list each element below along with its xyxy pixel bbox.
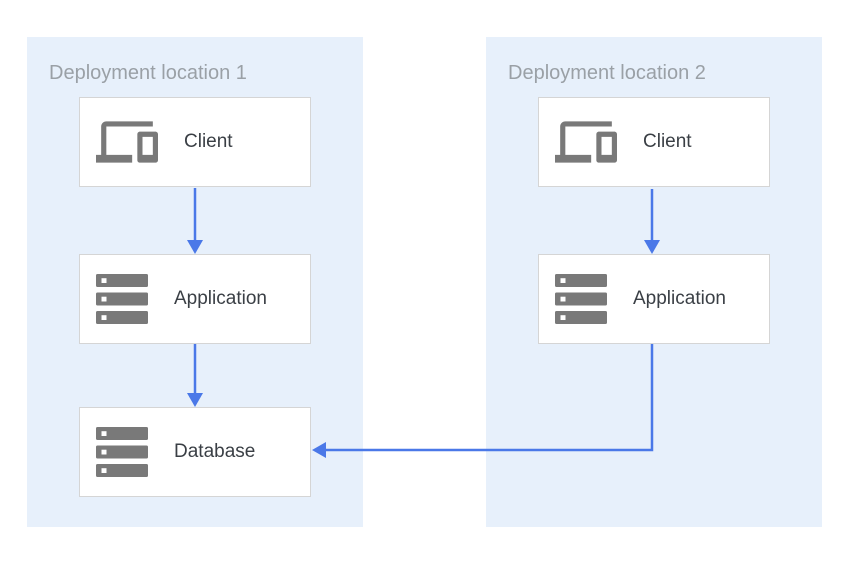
- node-label: Application: [174, 288, 267, 309]
- node-location2-client: Client: [538, 97, 770, 187]
- node-location1-application: Application: [79, 254, 311, 344]
- node-label: Application: [633, 288, 726, 309]
- node-label: Client: [643, 131, 692, 152]
- devices-icon: [555, 117, 617, 167]
- node-location1-client: Client: [79, 97, 311, 187]
- server-stack-icon: [555, 274, 607, 324]
- region-deployment-location-1: Deployment location 1 Client A: [27, 37, 363, 527]
- region-title: Deployment location 1: [49, 62, 247, 84]
- server-stack-icon: [96, 274, 148, 324]
- server-stack-icon: [96, 427, 148, 477]
- region-deployment-location-2: Deployment location 2 Client A: [486, 37, 822, 527]
- node-location1-database: Database: [79, 407, 311, 497]
- node-label: Client: [184, 131, 233, 152]
- node-label: Database: [174, 441, 256, 462]
- devices-icon: [96, 117, 158, 167]
- region-title: Deployment location 2: [508, 62, 706, 84]
- node-location2-application: Application: [538, 254, 770, 344]
